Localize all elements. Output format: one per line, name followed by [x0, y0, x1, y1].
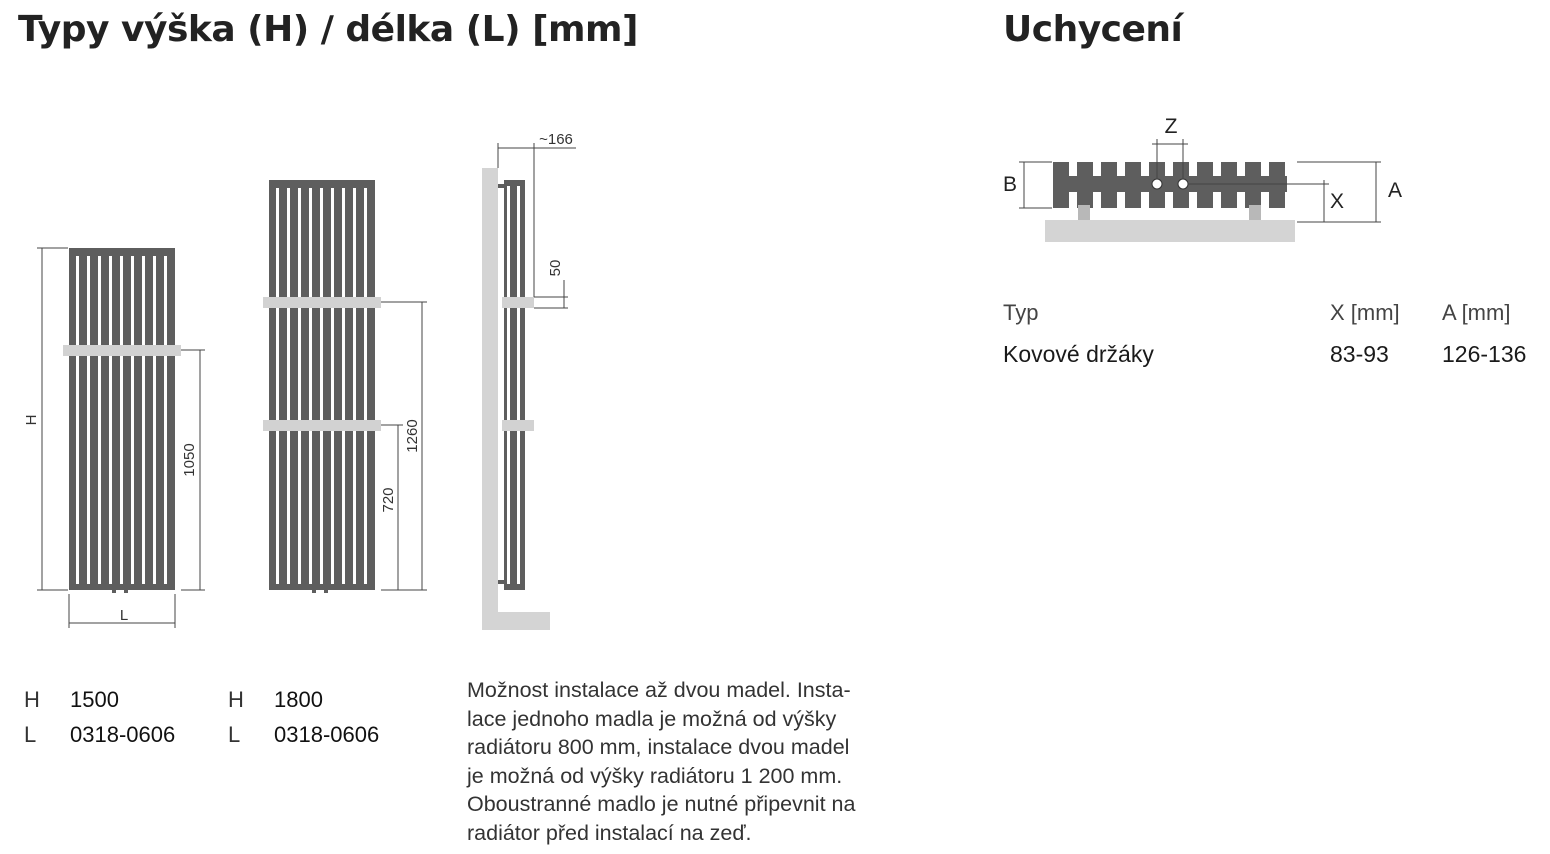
model-1-h-label: H — [24, 687, 40, 712]
types-heading: Typy výška (H) / délka (L) [mm] — [18, 9, 639, 50]
model-2-h-label: H — [228, 687, 244, 712]
dim-720-label: 720 — [380, 487, 397, 512]
mounting-heading: Uchycení — [1003, 9, 1183, 50]
dim-h-label: H — [23, 415, 40, 426]
radiator-side-view — [482, 168, 550, 630]
dim-offset-label: 50 — [547, 260, 564, 277]
table-header-x: X [mm] — [1330, 300, 1400, 325]
wall — [482, 168, 498, 630]
dim-z-label: Z — [1165, 115, 1178, 138]
dim-1050-label: 1050 — [181, 443, 198, 476]
radiator-front-view-1800 — [263, 180, 381, 593]
model-1-l-label: L — [24, 722, 37, 747]
table-header-type: Typ — [1003, 300, 1039, 325]
towel-bar — [63, 345, 181, 356]
towel-bar-lower — [263, 420, 381, 431]
mounting-wall — [1045, 220, 1295, 242]
table-header-a: A [mm] — [1442, 300, 1511, 325]
dim-x-label: X — [1330, 190, 1344, 213]
model-2-l-value: 0318-0606 — [274, 722, 380, 747]
dim-1260-label: 1260 — [404, 419, 421, 452]
mounting-diagram: Z B A X — [1003, 115, 1402, 242]
radiator-front-view-1500 — [63, 248, 181, 593]
dim-l-label: L — [120, 607, 128, 624]
model-2-l-label: L — [228, 722, 241, 747]
dim-a-label: A — [1388, 179, 1402, 202]
table-cell-type: Kovové držáky — [1003, 341, 1154, 367]
table-cell-x: 83-93 — [1330, 341, 1389, 367]
towel-bar-upper — [263, 297, 381, 308]
installation-note: Možnost instalace až dvou madel. Insta- … — [467, 678, 856, 845]
model-2-h-value: 1800 — [274, 687, 323, 712]
model-1-l-value: 0318-0606 — [70, 722, 176, 747]
table-cell-a: 126-136 — [1442, 341, 1527, 367]
dim-depth-label: ~166 — [539, 131, 573, 148]
dim-b-label: B — [1003, 173, 1017, 196]
model-1-h-value: 1500 — [70, 687, 119, 712]
dimension-lines — [37, 143, 576, 628]
